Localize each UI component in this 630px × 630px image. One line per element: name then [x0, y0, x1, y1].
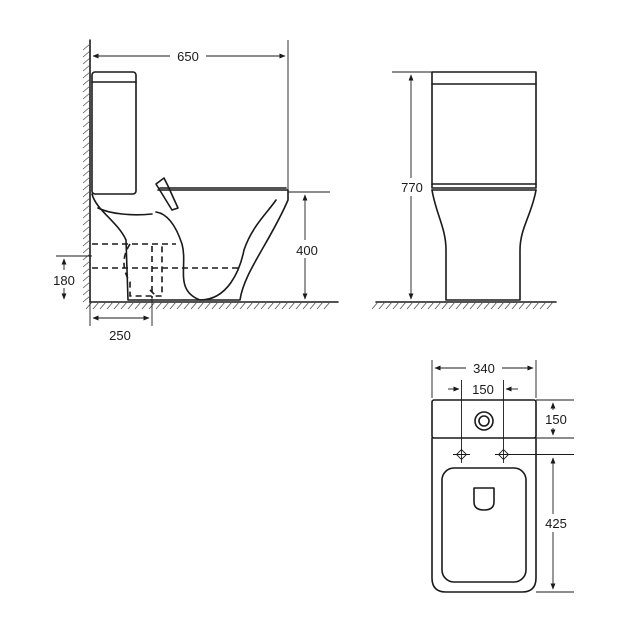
side-view: 650 400 180 250 — [48, 39, 339, 343]
dim-150h-label: 150 — [472, 382, 494, 397]
dim-340-bg — [466, 358, 502, 376]
top-drain-opening — [473, 487, 495, 511]
side-bowl-outline — [91, 189, 289, 301]
dim-180-bg — [48, 270, 80, 288]
top-view: 340 150 150 425 — [431, 358, 574, 593]
dim-770-label: 770 — [401, 180, 423, 195]
dim-400-bg — [290, 240, 324, 258]
dim-770-bg — [394, 178, 430, 196]
dim-400-label: 400 — [296, 243, 318, 258]
top-fixing-hole-right — [495, 446, 512, 463]
top-bowl-outer — [431, 437, 537, 593]
side-trap — [97, 207, 153, 216]
dim-340-label: 340 — [473, 361, 495, 376]
front-view: 770 — [371, 71, 557, 310]
side-wall-hatch — [82, 43, 91, 303]
top-flush-button-outer — [474, 411, 494, 431]
dim-650-label: 650 — [177, 49, 199, 64]
top-flush-button-inner — [478, 415, 490, 427]
dim-150v-label: 150 — [545, 412, 567, 427]
top-fixing-hole-left — [453, 446, 470, 463]
side-tank — [91, 71, 137, 195]
front-bowl — [431, 189, 537, 301]
top-seat-rim — [441, 467, 527, 583]
dim-425-label: 425 — [545, 516, 567, 531]
dim-250-label: 250 — [109, 328, 131, 343]
front-floor-hatch — [371, 301, 554, 310]
dim-425-bg — [538, 514, 572, 532]
side-hinge — [155, 177, 179, 211]
top-tank — [431, 399, 537, 439]
side-hidden-outlet — [92, 243, 238, 297]
front-tank — [431, 71, 537, 189]
dim-150v-bg — [540, 410, 572, 428]
side-bowl-inner — [155, 199, 277, 301]
dim-180-label: 180 — [53, 273, 75, 288]
side-floor-hatch — [85, 301, 331, 310]
dim-650-bg — [170, 46, 206, 64]
